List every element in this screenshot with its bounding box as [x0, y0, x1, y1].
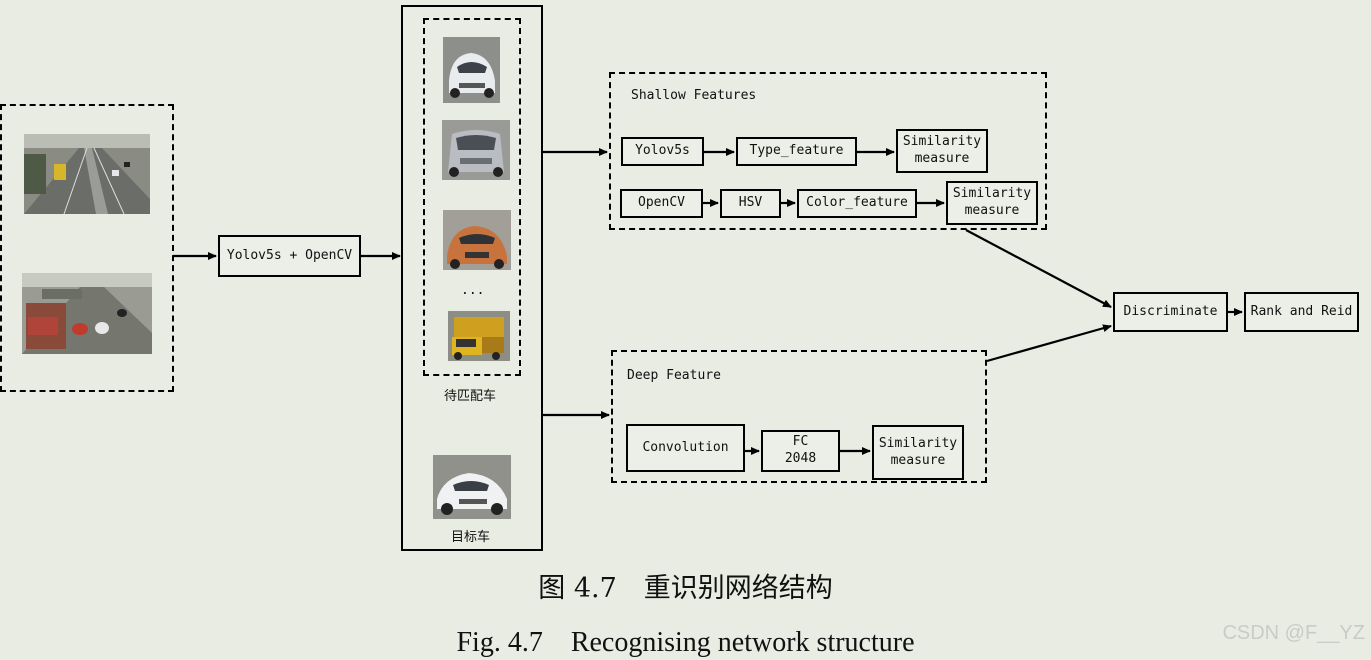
car-image	[443, 37, 500, 103]
fc-2048-box: FC 2048	[761, 430, 840, 472]
candidate-gallery	[423, 18, 521, 376]
type-feature-box: Type_feature	[736, 137, 857, 166]
road-scene-image	[22, 273, 152, 354]
convolution-box: Convolution	[626, 424, 745, 472]
arrow-deep-discriminate	[986, 324, 1112, 363]
arrow-shallow-discriminate	[965, 229, 1112, 308]
road-scene-image	[24, 134, 150, 214]
shallow-features-group	[609, 72, 1047, 230]
car-image	[442, 120, 510, 180]
caption-chinese: 图 4.7 重识别网络结构	[538, 573, 833, 604]
truck-image	[448, 311, 510, 361]
watermark: CSDN @F__YZ	[1222, 622, 1365, 644]
shallow-features-title: Shallow Features	[631, 88, 757, 103]
ellipsis: ...	[461, 283, 485, 298]
detector-box: Yolov5s + OpenCV	[218, 235, 361, 277]
input-images-group	[0, 104, 174, 392]
color-feature-box: Color_feature	[797, 189, 917, 218]
rank-and-reid-box: Rank and Reid	[1244, 292, 1359, 332]
discriminate-box: Discriminate	[1113, 292, 1228, 332]
color-similarity-box: Similarity measure	[946, 181, 1038, 225]
deep-feature-title: Deep Feature	[627, 368, 721, 383]
deep-feature-group	[611, 350, 987, 483]
yolov5s-box: Yolov5s	[621, 137, 704, 166]
candidate-column	[401, 5, 543, 551]
deep-similarity-box: Similarity measure	[872, 425, 964, 480]
hsv-box: HSV	[720, 189, 781, 218]
car-image	[443, 210, 511, 270]
candidate-group-label: 待匹配车	[444, 389, 497, 404]
target-label: 目标车	[451, 530, 491, 545]
opencv-box: OpenCV	[620, 189, 703, 218]
caption-english: Fig. 4.7 Recognising network structure	[456, 627, 915, 658]
car-image	[433, 455, 511, 519]
type-similarity-box: Similarity measure	[896, 129, 988, 173]
